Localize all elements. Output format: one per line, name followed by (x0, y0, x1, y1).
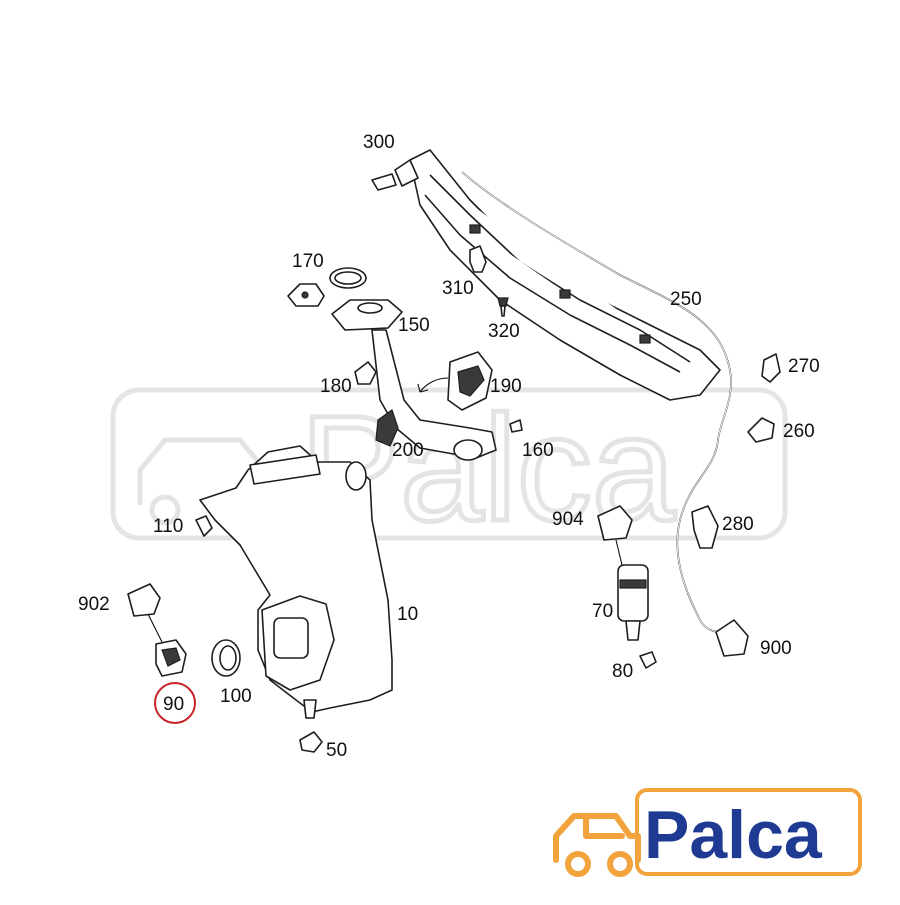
callout-200: 200 (392, 440, 424, 461)
callout-160: 160 (522, 440, 554, 461)
highlight-ring-90 (154, 682, 196, 724)
callout-260: 260 (783, 421, 815, 442)
callout-280: 280 (722, 514, 754, 535)
logo-text: Palca (644, 797, 823, 873)
callout-100: 100 (220, 686, 252, 707)
callout-90: 90 (163, 694, 184, 715)
callout-190: 190 (490, 376, 522, 397)
part-190 (417, 351, 493, 411)
callout-300: 300 (363, 132, 395, 153)
reservoir-part (199, 445, 393, 719)
part-180 (354, 361, 377, 385)
callout-50: 50 (326, 740, 347, 761)
callout-70: 70 (592, 601, 613, 622)
callout-904: 904 (552, 509, 584, 530)
clip-260-part (747, 417, 775, 443)
callout-170: 170 (292, 251, 324, 272)
part-160 (509, 419, 523, 433)
palca-logo: Palca (553, 788, 862, 877)
part-200 (375, 409, 399, 447)
callout-150: 150 (398, 315, 430, 336)
part-50 (299, 731, 323, 753)
clip-310-part (469, 245, 487, 273)
car-icon (553, 813, 641, 877)
connector-280-part (691, 505, 719, 549)
part-110 (195, 515, 213, 537)
washer-hose-part (461, 171, 732, 633)
callout-180: 180 (320, 376, 352, 397)
callout-110: 110 (153, 516, 183, 537)
pump-70-part (597, 505, 649, 641)
callout-80: 80 (612, 661, 633, 682)
callout-900: 900 (760, 638, 792, 659)
callout-270: 270 (788, 356, 820, 377)
callout-250: 250 (670, 289, 702, 310)
part-80 (639, 651, 657, 669)
plug-900-part (715, 619, 749, 657)
pump-90-part (127, 583, 187, 677)
filler-neck-part (331, 299, 497, 461)
grommet-100-part (211, 639, 241, 677)
callout-10: 10 (397, 604, 418, 625)
cap-170-part (287, 267, 367, 307)
callout-902: 902 (78, 594, 110, 615)
callout-320: 320 (488, 321, 520, 342)
logo-border (635, 788, 862, 876)
wiper-cowl-part (371, 149, 721, 401)
callout-310: 310 (442, 278, 474, 299)
clip-270-part (761, 353, 781, 383)
screw-320-part (497, 297, 509, 317)
callout-labels: 300 170 310 250 320 150 180 190 270 200 … (78, 132, 820, 761)
watermark: Palca (110, 382, 788, 555)
